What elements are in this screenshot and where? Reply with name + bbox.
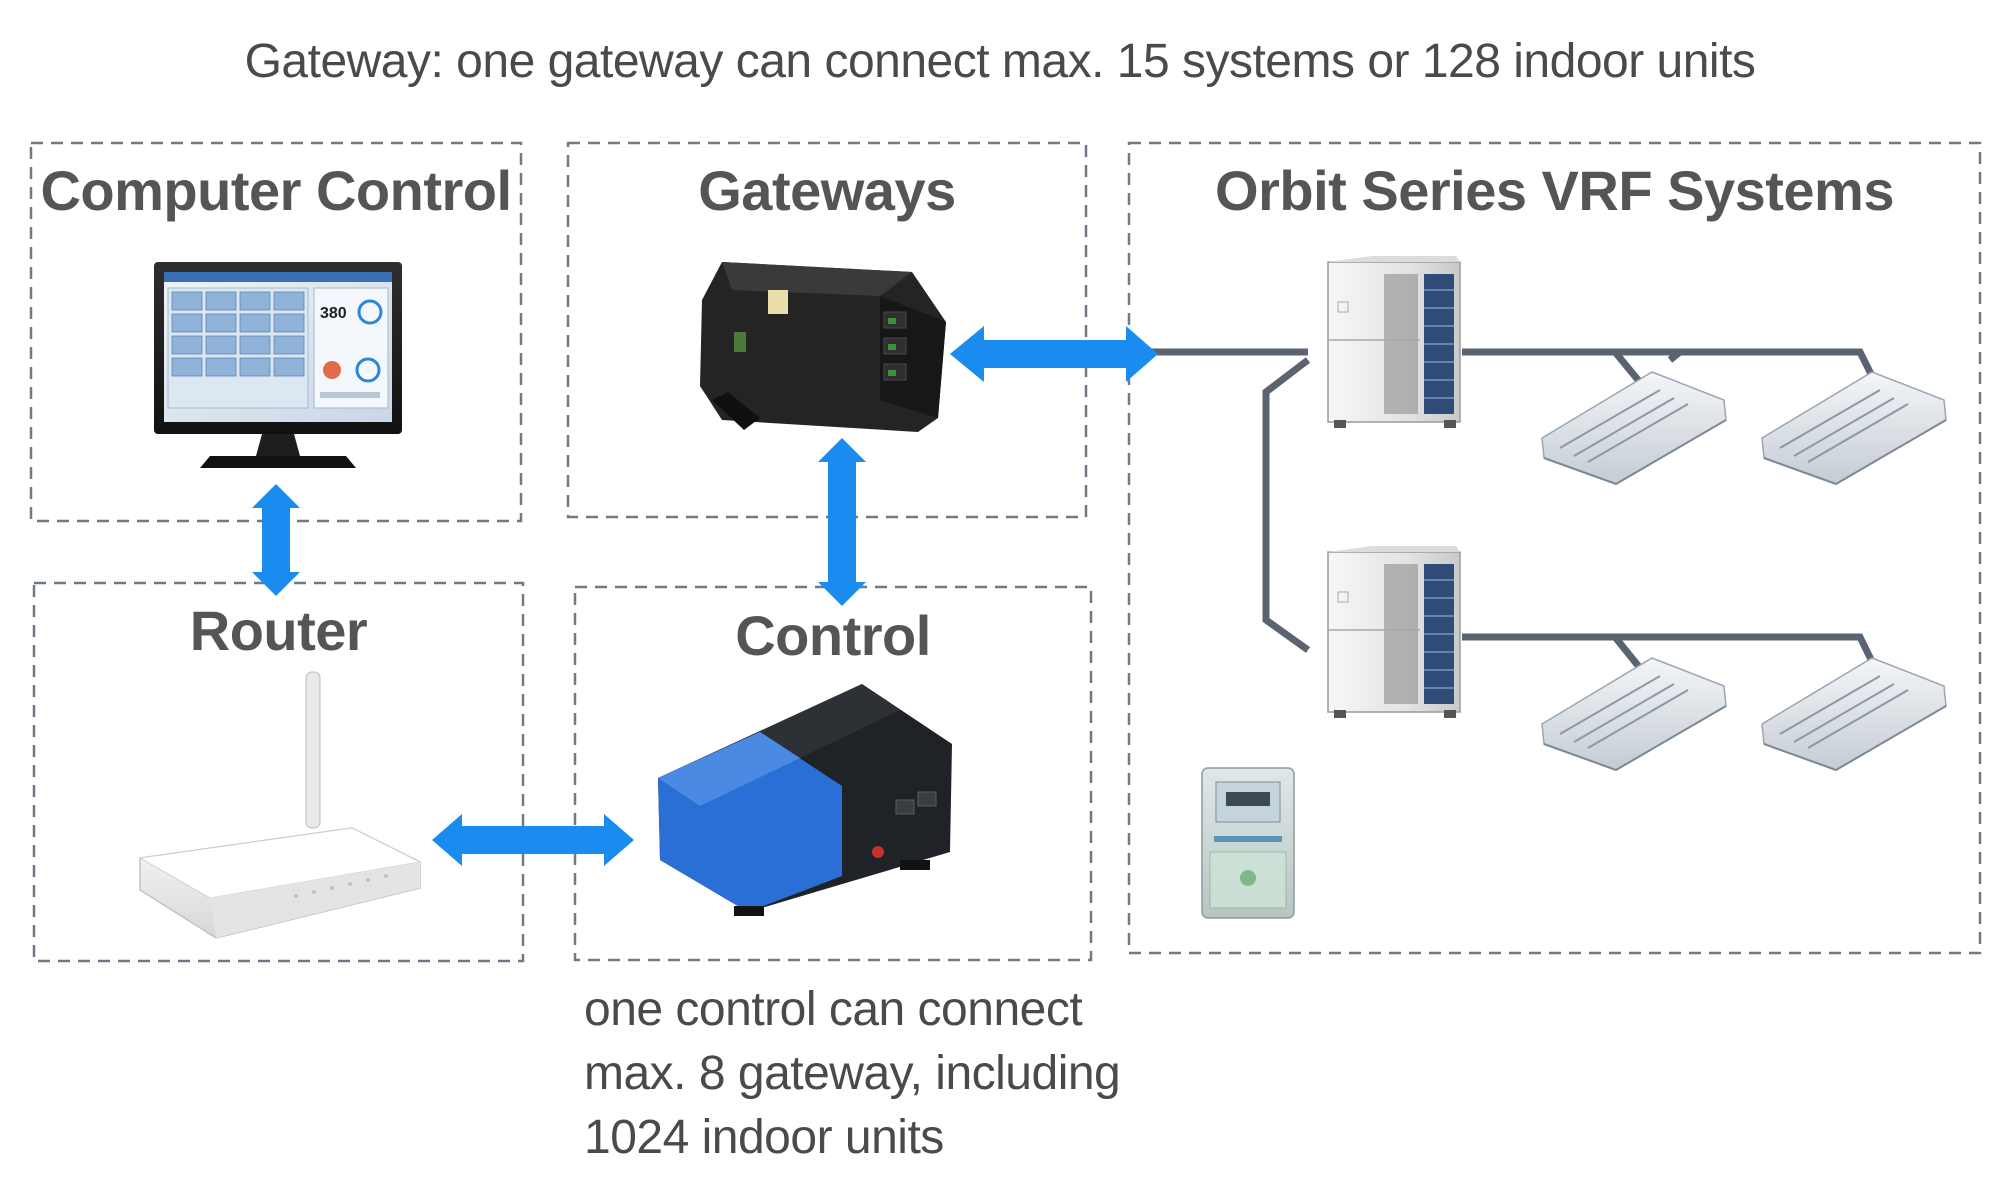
pipe-network xyxy=(1148,348,1884,681)
outdoor-unit-1-icon xyxy=(1327,256,1461,428)
pipe-riser xyxy=(1262,357,1311,653)
indoor-unit-1a-icon xyxy=(1541,371,1727,486)
computer-monitor-icon: 380 xyxy=(154,262,402,468)
indoor-unit-1b-icon xyxy=(1761,371,1947,486)
gateway-capacity-note: Gateway: one gateway can connect max. 15… xyxy=(244,35,1756,88)
control-device-icon xyxy=(658,684,952,916)
pipe-outdoor-1-to-indoor xyxy=(1462,348,1884,395)
arrow-computer-router xyxy=(252,484,300,596)
wifi-router-icon xyxy=(138,671,422,939)
arrow-router-control xyxy=(432,814,634,866)
energy-meter-icon xyxy=(1201,767,1295,919)
vrf-systems-title: Orbit Series VRF Systems xyxy=(1215,159,1894,222)
router-title: Router xyxy=(189,599,368,662)
control-box xyxy=(573,585,1093,962)
indoor-unit-2a-icon xyxy=(1541,657,1727,772)
gateway-device-icon xyxy=(700,262,946,432)
computer-control-title: Computer Control xyxy=(40,159,512,222)
control-title: Control xyxy=(735,604,931,667)
indoor-unit-2b-icon xyxy=(1761,657,1947,772)
arrow-gateway-control xyxy=(818,438,866,606)
control-capacity-note: one control can connect max. 8 gateway, … xyxy=(584,978,1144,1170)
control-note-line-1: one control can connect xyxy=(584,983,1083,1036)
computer-control-box xyxy=(29,141,523,523)
control-note-line-3: 1024 indoor units xyxy=(584,1111,944,1164)
outdoor-unit-2-icon xyxy=(1327,546,1461,718)
arrow-gateway-vrf xyxy=(950,326,1158,382)
gateways-title: Gateways xyxy=(698,159,956,222)
monitor-reading: 380 xyxy=(320,305,347,322)
control-note-line-2: max. 8 gateway, including xyxy=(584,1047,1121,1100)
gateways-box xyxy=(566,141,1088,519)
vrf-systems-box xyxy=(1127,141,1982,955)
